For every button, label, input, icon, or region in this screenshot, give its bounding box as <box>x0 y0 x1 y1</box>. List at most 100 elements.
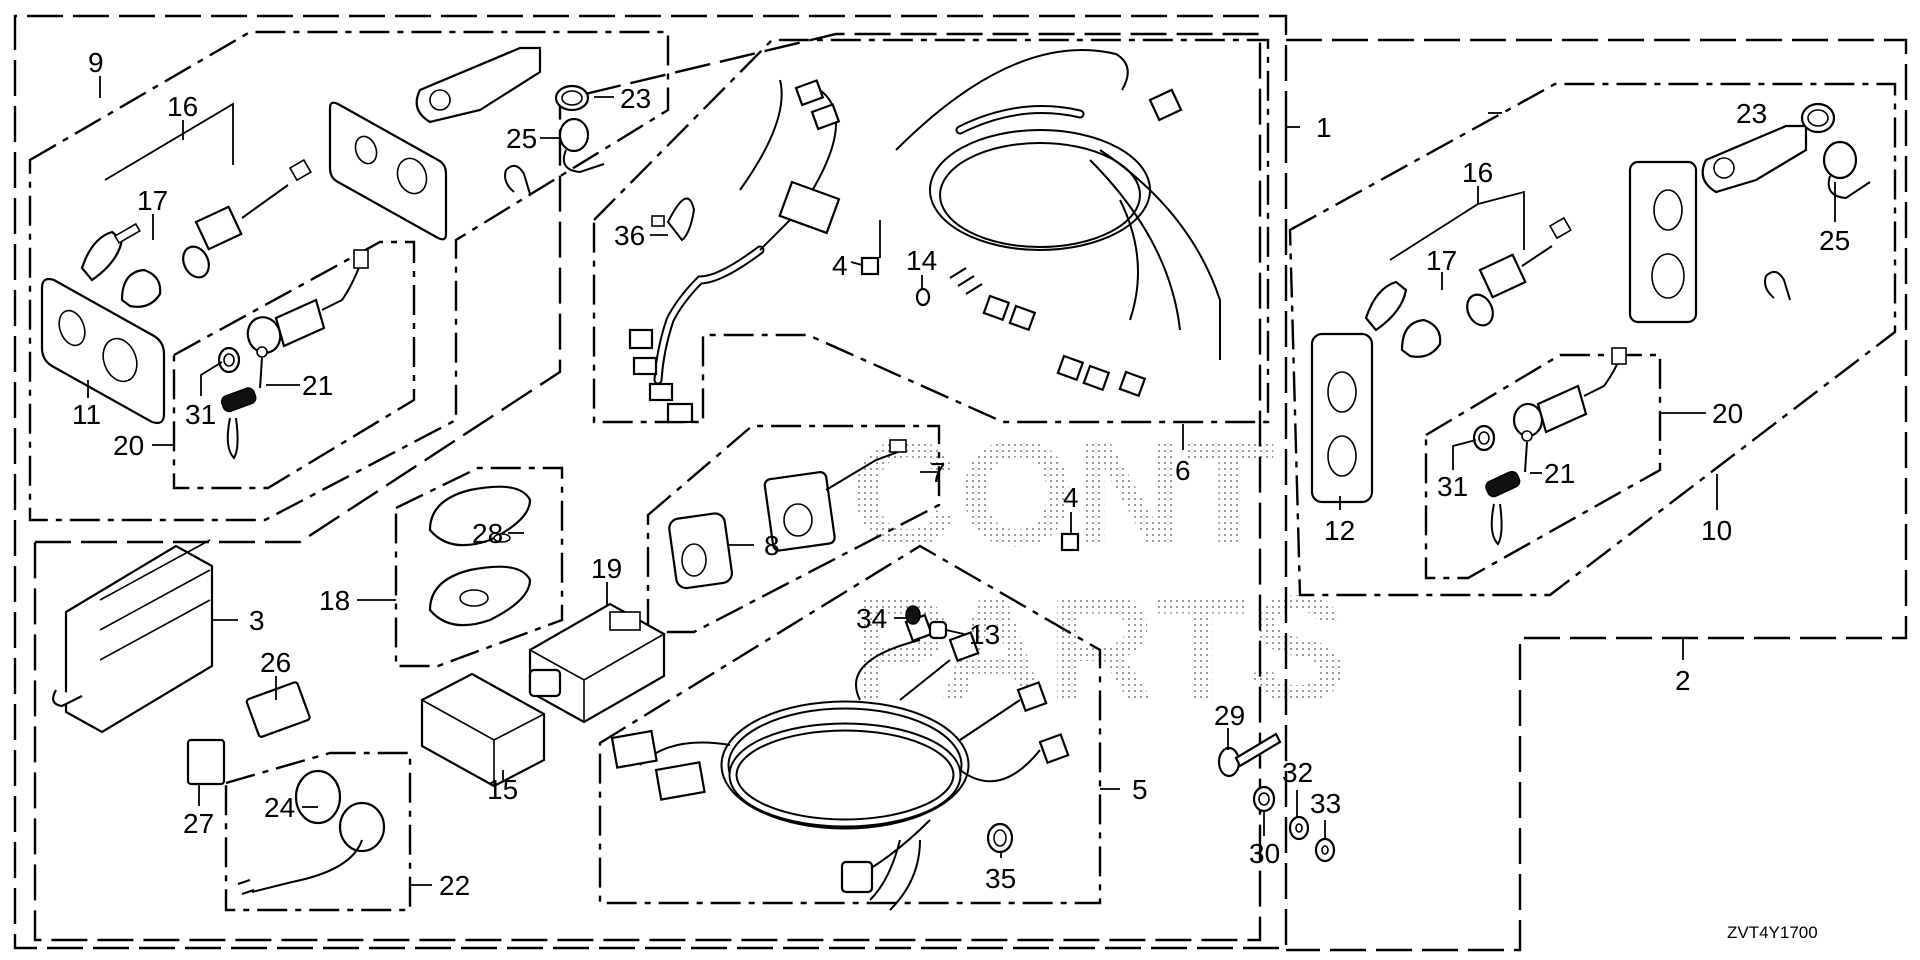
callout-4b: 4 <box>1063 482 1079 513</box>
callout-4a: 4 <box>832 250 848 281</box>
part-clamp-35 <box>986 822 1014 854</box>
callout-29: 29 <box>1214 700 1245 731</box>
callout-18: 18 <box>319 585 350 616</box>
part-control-unit-19 <box>528 602 666 724</box>
part-connector-26 <box>245 681 311 738</box>
part-bracket-right <box>1701 124 1808 194</box>
callout-5: 5 <box>1132 774 1148 805</box>
part-back-plate-right <box>1628 160 1698 324</box>
callout-32: 32 <box>1282 757 1313 788</box>
callout-7: 7 <box>930 457 946 488</box>
callout-6: 6 <box>1175 455 1191 486</box>
callout-30: 30 <box>1249 838 1280 869</box>
part-washer-31-left <box>217 346 241 374</box>
callout-27: 27 <box>183 808 214 839</box>
part-buzzer-25-right <box>1822 140 1871 200</box>
part-case-15 <box>420 672 546 788</box>
part-ignition-switch-left <box>182 158 312 279</box>
callout-19: 19 <box>591 553 622 584</box>
callout-10: 10 <box>1701 515 1732 546</box>
callout-20: 20 <box>113 430 144 461</box>
part-clip-36 <box>651 197 696 242</box>
part-ignition-switch-right <box>1466 216 1572 327</box>
group-20-left-outline <box>172 240 416 490</box>
callout-22: 22 <box>439 870 470 901</box>
callout-28: 28 <box>472 518 503 549</box>
callout-14: 14 <box>906 245 937 276</box>
part-clip-right <box>1764 270 1791 301</box>
part-relay-4b <box>1060 532 1080 552</box>
part-lanyard-21-right <box>1485 430 1533 546</box>
callout-21: 21 <box>302 370 333 401</box>
part-washer-31-right <box>1472 424 1496 452</box>
part-buzzer-25-left <box>558 117 605 174</box>
part-clip-left <box>504 164 531 195</box>
callout-11: 11 <box>72 399 101 430</box>
part-main-harness-6 <box>628 49 1221 424</box>
part-nut-30 <box>1252 785 1276 813</box>
part-harness-5 <box>610 613 1070 911</box>
group-10-outline <box>1288 82 1897 597</box>
part-fob-18 <box>428 485 532 627</box>
callout-35: 35 <box>985 863 1016 894</box>
part-bracket-3 <box>52 539 214 734</box>
part-cap-13 <box>928 620 948 640</box>
group-outlines <box>13 14 1908 952</box>
group-22-outline <box>224 751 412 912</box>
part-buzzer-24 <box>237 769 386 895</box>
group-20-right-outline <box>1424 353 1662 580</box>
callout-25: 25 <box>506 123 537 154</box>
part-grommet-34 <box>905 605 921 625</box>
callout-20-right: 20 <box>1712 398 1743 429</box>
callout-24: 24 <box>264 792 295 823</box>
callout-13: 13 <box>969 619 1000 650</box>
part-panel-plate-11 <box>40 277 166 425</box>
leader-lines <box>87 76 1836 886</box>
callout-23: 23 <box>620 83 651 114</box>
part-bolt-29 <box>1217 732 1282 778</box>
part-key-knob-right <box>1400 318 1442 358</box>
callout-labels: 9 16 17 23 25 11 31 21 20 36 4 14 1 6 7 … <box>72 47 1850 901</box>
part-clamp-23-right <box>1800 102 1836 134</box>
callout-3: 3 <box>249 605 265 636</box>
part-stop-switch-left <box>246 249 369 354</box>
group-7-outline <box>646 424 941 634</box>
callout-1: 1 <box>1316 112 1332 143</box>
part-stop-switch-right <box>1512 347 1627 438</box>
callout-26: 26 <box>260 647 291 678</box>
part-cover-8 <box>668 512 734 590</box>
group-5-outline <box>598 544 1102 905</box>
callout-31: 31 <box>185 399 216 430</box>
callout-17-right: 17 <box>1426 245 1457 276</box>
part-bracket-left <box>415 46 542 124</box>
callout-34: 34 <box>856 603 887 634</box>
part-key-knob-left <box>120 268 162 308</box>
part-key-fob-left <box>80 222 141 282</box>
group-2-outline <box>1286 38 1908 952</box>
callout-15: 15 <box>487 774 518 805</box>
callout-23-right: 23 <box>1736 98 1767 129</box>
group-18-outline <box>394 466 564 668</box>
group-9-outline <box>28 30 670 522</box>
callout-21-right: 21 <box>1544 458 1575 489</box>
group-1-outline <box>13 14 1288 950</box>
watermark: CONT PARTS <box>850 409 1347 732</box>
callout-36: 36 <box>614 220 645 251</box>
part-back-plate-left <box>328 101 448 241</box>
part-clamp-23-left <box>554 84 590 112</box>
callout-25-right: 25 <box>1819 225 1850 256</box>
part-washer-33 <box>1314 837 1336 863</box>
callout-9: 9 <box>88 47 104 78</box>
group-lower-outline <box>33 32 1262 942</box>
callout-8: 8 <box>764 530 780 561</box>
drawing-code: ZVT4Y1700 <box>1727 923 1818 942</box>
callout-33: 33 <box>1310 788 1341 819</box>
part-key-fob-right <box>1364 280 1408 332</box>
callout-31-right: 31 <box>1437 471 1468 502</box>
callout-16-right: 16 <box>1462 157 1493 188</box>
part-switch-panel-7 <box>763 439 907 552</box>
part-panel-plate-12 <box>1310 332 1374 504</box>
part-cap-14 <box>915 287 931 307</box>
callout-12: 12 <box>1324 515 1355 546</box>
